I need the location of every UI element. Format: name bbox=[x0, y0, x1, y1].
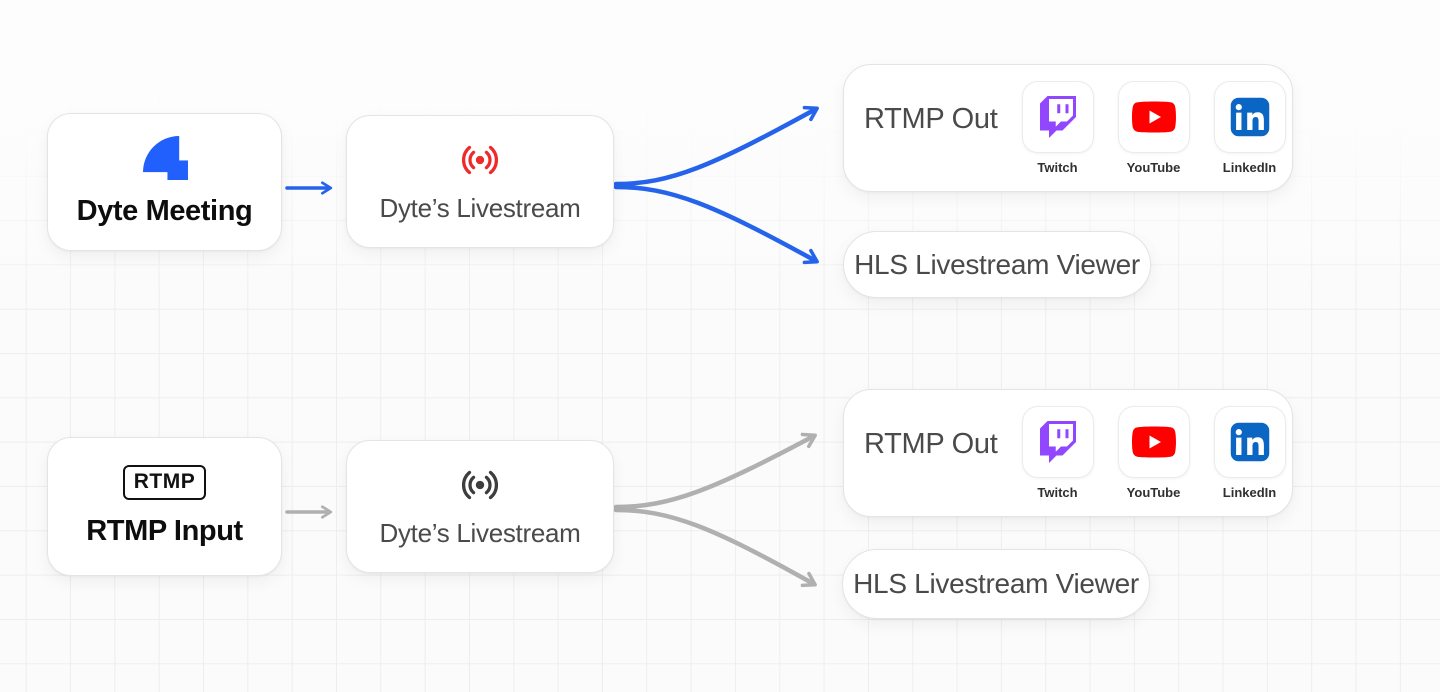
node-rtmp-input: RTMP RTMP Input bbox=[47, 437, 282, 576]
twitch-card bbox=[1021, 406, 1094, 478]
node-dyte-livestream-top: Dyte’s Livestream bbox=[346, 115, 614, 248]
arrow-livestream-to-hls-bottom bbox=[613, 507, 817, 588]
node-dyte-meeting: Dyte Meeting bbox=[47, 113, 282, 251]
linkedin-icon bbox=[1229, 96, 1271, 138]
destination-name: Twitch bbox=[1037, 160, 1078, 175]
node-label: Dyte Meeting bbox=[76, 195, 253, 227]
destination-name: LinkedIn bbox=[1222, 160, 1277, 175]
destination-name: LinkedIn bbox=[1222, 485, 1277, 500]
linkedin-icon bbox=[1229, 421, 1271, 463]
youtube-card bbox=[1117, 406, 1190, 478]
arrow-livestream-to-rtmpout-bottom bbox=[613, 432, 817, 510]
dyte-logo-icon bbox=[142, 136, 188, 180]
broadcast-icon bbox=[456, 465, 504, 505]
node-label: HLS Livestream Viewer bbox=[853, 568, 1139, 599]
rtmp-out-label: RTMP Out bbox=[864, 428, 998, 460]
node-dyte-livestream-bottom: Dyte’s Livestream bbox=[346, 440, 614, 573]
youtube-icon bbox=[1131, 95, 1176, 139]
youtube-icon bbox=[1131, 420, 1176, 464]
arrow-livestream-to-hls-top bbox=[613, 184, 819, 265]
node-label: Dyte’s Livestream bbox=[379, 517, 581, 548]
youtube-card bbox=[1117, 81, 1190, 153]
node-label: Dyte’s Livestream bbox=[379, 192, 581, 223]
node-hls-viewer-top: HLS Livestream Viewer bbox=[843, 231, 1151, 298]
linkedin-card bbox=[1213, 81, 1286, 153]
rtmp-out-label: RTMP Out bbox=[864, 103, 998, 135]
destination-twitch: Twitch bbox=[1021, 81, 1094, 175]
node-label: HLS Livestream Viewer bbox=[854, 248, 1140, 280]
destination-youtube: YouTube bbox=[1117, 406, 1190, 500]
destination-linkedin: LinkedIn bbox=[1213, 406, 1286, 500]
twitch-card bbox=[1021, 81, 1094, 153]
destination-name: YouTube bbox=[1126, 160, 1181, 175]
destination-name: YouTube bbox=[1126, 485, 1181, 500]
rtmp-badge-icon: RTMP bbox=[122, 465, 207, 500]
destination-name: Twitch bbox=[1037, 485, 1078, 500]
node-rtmp-out-bottom: RTMP Out Twitch YouTube LinkedIn bbox=[843, 389, 1293, 517]
linkedin-card bbox=[1213, 406, 1286, 478]
arrow-livestream-to-rtmpout-top bbox=[613, 105, 819, 187]
destination-youtube: YouTube bbox=[1117, 81, 1190, 175]
node-rtmp-out-top: RTMP Out Twitch YouTube LinkedIn bbox=[843, 64, 1293, 192]
twitch-icon bbox=[1037, 421, 1079, 463]
destination-linkedin: LinkedIn bbox=[1213, 81, 1286, 175]
broadcast-icon bbox=[456, 140, 504, 180]
destination-twitch: Twitch bbox=[1021, 406, 1094, 500]
node-hls-viewer-bottom: HLS Livestream Viewer bbox=[842, 549, 1150, 619]
node-label: RTMP Input bbox=[86, 514, 243, 547]
twitch-icon bbox=[1037, 96, 1079, 138]
